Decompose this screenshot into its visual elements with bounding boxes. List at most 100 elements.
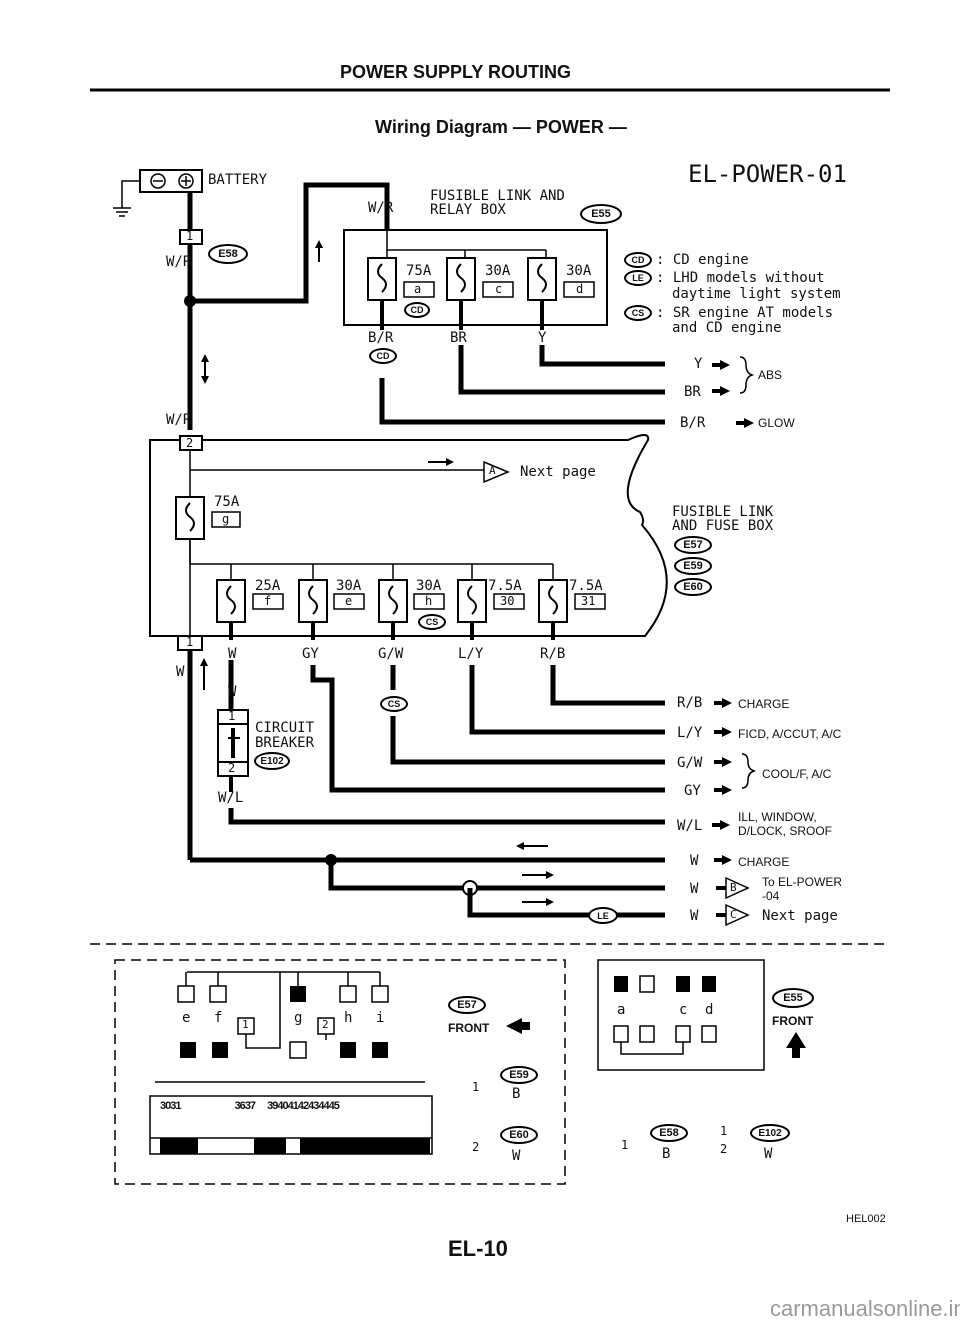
left-term-g: g (294, 1010, 303, 1026)
relay-box-label-line2: RELAY BOX (430, 202, 506, 218)
e60-badge: E60 (500, 1126, 538, 1144)
glow-wire: B/R (680, 415, 706, 431)
right-connector-frame (597, 959, 765, 1071)
fuse-f-id: f (264, 594, 272, 608)
term-37: 37 (244, 1100, 256, 1112)
breaker-terminal-in: 1 (228, 709, 236, 723)
legend-cs-line1: SR engine AT models (672, 305, 834, 321)
legend-le-line1: LHD models without (672, 270, 825, 286)
fuse-e-id: e (345, 594, 353, 608)
legend-le-line2: daytime light system (672, 286, 841, 302)
fuse-f-rating: 25A (255, 578, 281, 594)
e58-color: B (662, 1146, 671, 1162)
front-label-left: FRONT (448, 1021, 490, 1035)
legend-cs-line2: and CD engine (672, 320, 782, 336)
legend-tag-le: LE (624, 270, 652, 286)
output-ly-dest: FICD, A/CCUT, A/C (738, 727, 842, 741)
legend-text-le: : LHD models without (656, 270, 825, 286)
e102-badge: E102 (750, 1124, 790, 1142)
legend-cd-line1: CD engine (672, 252, 749, 268)
legend-tag-cs: CS (624, 305, 652, 321)
next-page-a-text: Next page (520, 464, 596, 480)
breaker-label-line2: BREAKER (255, 735, 315, 751)
fuse-h-wire: G/W (378, 646, 404, 662)
relay-input-wire-label: W/R (368, 200, 394, 216)
term-36: 36 (234, 1100, 246, 1112)
battery-connector-badge: E58 (208, 244, 248, 264)
relay-box-label-line1: FUSIBLE LINK AND (430, 188, 565, 204)
fuse-31-rating: 7.5A (569, 578, 603, 594)
output-gw-dest: COOL/F, A/C (762, 767, 832, 781)
battery-label: BATTERY (208, 172, 268, 188)
left-term-2: 2 (322, 1018, 329, 1031)
e58-badge: E58 (650, 1124, 688, 1142)
fuse-31-wire: R/B (540, 646, 566, 662)
diagram-code: EL-POWER-01 (688, 160, 847, 188)
fuse-h-id: h (425, 594, 433, 608)
battery-terminal-number: 1 (186, 229, 194, 243)
e102-term-bottom: 2 (720, 1142, 728, 1156)
fuse-box-label-line1: FUSIBLE LINK (672, 504, 774, 520)
e102-term-top: 1 (720, 1124, 728, 1138)
output-wl-dest-line1: ILL, WINDOW, (738, 810, 817, 824)
e60-color: W (512, 1148, 521, 1164)
relay-fuse-a-rating: 75A (406, 263, 432, 279)
fuse-box-input-terminal: 2 (186, 436, 194, 450)
e58-term: 1 (621, 1138, 629, 1152)
term-43: 43 (308, 1100, 319, 1112)
fuse-g-rating: 75A (214, 494, 240, 510)
fuse-31-id: 31 (581, 594, 596, 608)
output-w3-marker: C (730, 908, 737, 921)
output-gy-wire: GY (684, 783, 701, 799)
section-title: POWER SUPPLY ROUTING (340, 62, 572, 82)
breaker-terminal-out: 2 (228, 761, 236, 775)
legend-text-cd: : CD engine (656, 252, 749, 268)
output-w3-wire: W (690, 908, 699, 924)
left-term-i: i (376, 1010, 385, 1026)
e59-term: 1 (472, 1080, 480, 1094)
fuse-h-wire-tag: CS (380, 696, 408, 712)
watermark: carmanualsonline.info (770, 1296, 960, 1321)
fuse-box-output-wire: W (176, 664, 185, 680)
relay-fuse-c-rating: 30A (485, 263, 511, 279)
breaker-wire-in: W (228, 684, 237, 700)
output-wl-wire: W/L (677, 818, 703, 834)
fuse-box-output-terminal: 1 (186, 635, 194, 649)
term-31: 31 (170, 1100, 181, 1112)
left-connector-view (149, 971, 433, 1155)
relay-out-cd-tag: CD (369, 348, 397, 364)
next-page-a-marker: A (489, 464, 496, 477)
fuse-h-rating: 30A (416, 578, 442, 594)
battery-wire-label: W/R (166, 254, 192, 270)
term-40: 40 (277, 1100, 288, 1112)
fuse-f-wire: W (228, 646, 237, 662)
right-term-a: a (617, 1002, 626, 1018)
fuse-box-outline (149, 434, 668, 637)
abs-wire-y: Y (694, 356, 703, 372)
e102-color: W (764, 1146, 773, 1162)
e60-term: 2 (472, 1140, 480, 1154)
right-connector-view (613, 975, 806, 1058)
fuse-g-id: g (222, 512, 230, 526)
battery-symbol (113, 169, 203, 217)
diagram-title: Wiring Diagram — POWER — (375, 117, 627, 137)
left-term-h: h (344, 1010, 353, 1026)
figure-code: HEL002 (846, 1213, 886, 1225)
fuse-box-connector-e57: E57 (674, 536, 712, 554)
output-w3-dest: Next page (762, 908, 838, 924)
fuse-h-tag: CS (418, 614, 446, 630)
front-label-right: FRONT (772, 1014, 814, 1028)
output-w2-dest-line2: -04 (762, 889, 780, 903)
legend-text-cs: : SR engine AT models (656, 305, 834, 321)
e59-color: B (512, 1086, 521, 1102)
output-w1-wire: W (690, 853, 699, 869)
output-ly-wire: L/Y (677, 725, 703, 741)
relay-box-connector-badge: E55 (580, 204, 622, 224)
relay-fuse-c-id: c (495, 282, 503, 296)
fuse-box-connector-e60: E60 (674, 578, 712, 596)
term-42: 42 (297, 1100, 309, 1112)
output-wl-dest-line2: D/LOCK, SROOF (738, 824, 833, 838)
relay-fuse-d-id: d (576, 282, 584, 296)
